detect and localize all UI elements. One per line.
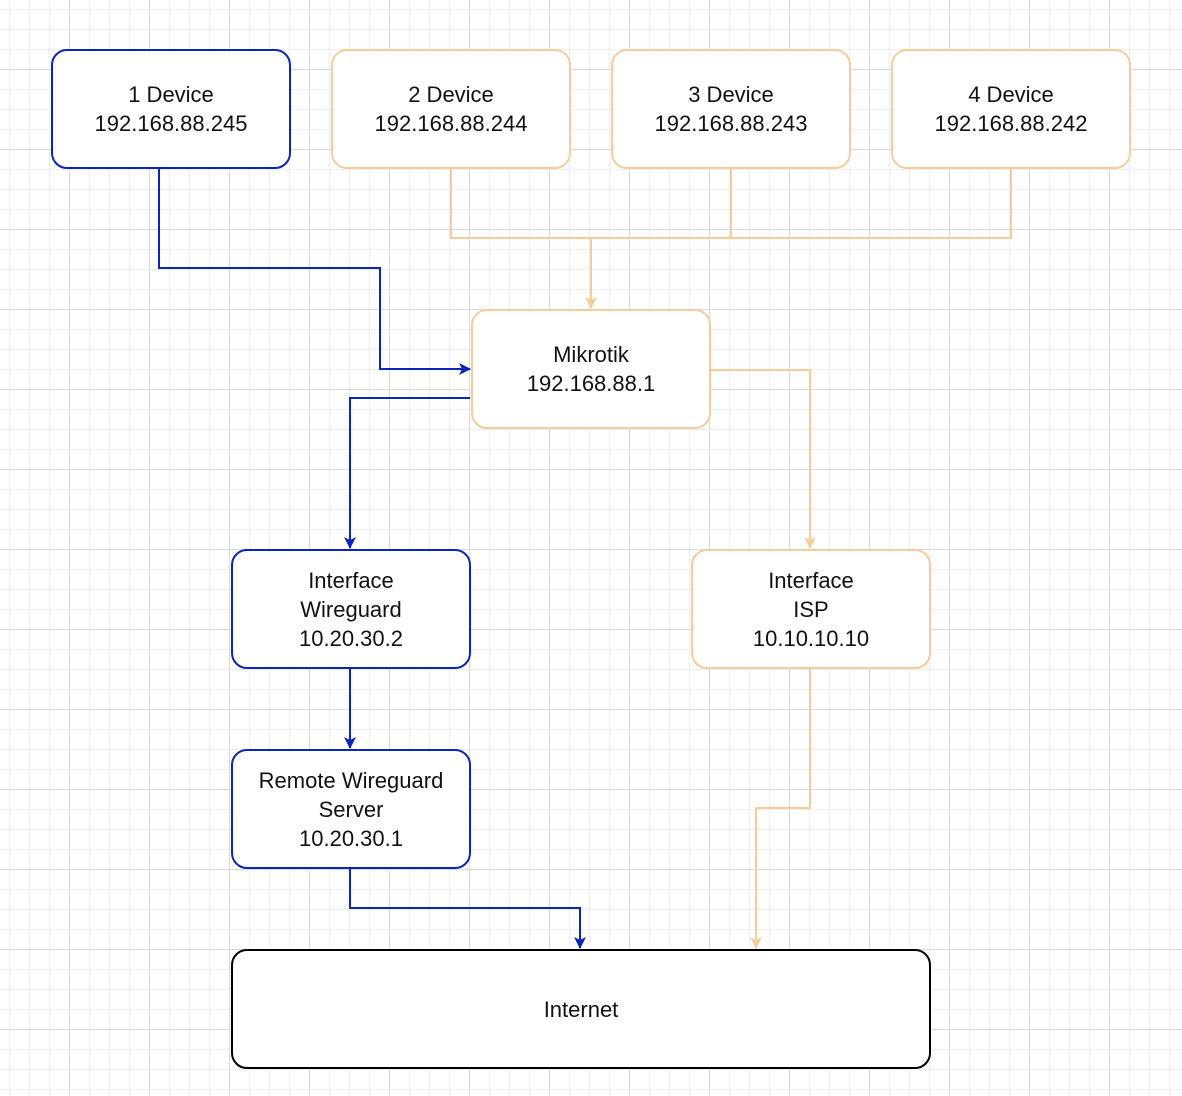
wireguard-interface-line1: Interface	[308, 567, 394, 593]
edge-mikrotik-to-wireguard-interface	[344, 397, 470, 549]
internet-node[interactable]: Internet	[231, 949, 931, 1069]
remote-wireguard-line1: Remote Wireguard	[258, 767, 444, 793]
device-2-ip: 192.168.88.244	[374, 111, 528, 136]
edge-isp-interface-to-internet	[750, 669, 811, 949]
edge-device2-to-mikrotik	[450, 169, 591, 239]
device-1-node[interactable]: 1 Device 192.168.88.245	[51, 49, 291, 169]
edge-device4-to-mikrotik	[585, 169, 1012, 309]
wireguard-interface-node[interactable]: Interface Wireguard 10.20.30.2	[231, 549, 471, 669]
device-4-ip: 192.168.88.242	[934, 111, 1088, 136]
device-2-name: 2 Device	[408, 82, 494, 107]
mikrotik-router-node[interactable]: Mikrotik 192.168.88.1	[471, 309, 711, 429]
remote-wireguard-server-node[interactable]: Remote Wireguard Server 10.20.30.1	[231, 749, 471, 869]
mikrotik-ip: 192.168.88.1	[526, 371, 656, 396]
remote-wireguard-line2: Server	[318, 796, 384, 822]
edge-remote-server-to-internet	[349, 869, 586, 949]
wireguard-interface-ip: 10.20.30.2	[299, 625, 403, 651]
device-3-ip: 192.168.88.243	[654, 111, 808, 136]
internet-label: Internet	[543, 996, 619, 1022]
mikrotik-name: Mikrotik	[553, 342, 629, 367]
device-3-name: 3 Device	[688, 82, 774, 107]
isp-interface-line2: ISP	[793, 596, 829, 622]
remote-wireguard-ip: 10.20.30.1	[299, 825, 403, 851]
isp-interface-ip: 10.10.10.10	[752, 625, 870, 651]
device-4-name: 4 Device	[968, 82, 1054, 107]
device-1-name: 1 Device	[128, 82, 214, 107]
isp-interface-node[interactable]: Interface ISP 10.10.10.10	[691, 549, 931, 669]
edge-device3-to-mikrotik	[591, 169, 732, 239]
device-2-node[interactable]: 2 Device 192.168.88.244	[331, 49, 571, 169]
device-4-node[interactable]: 4 Device 192.168.88.242	[891, 49, 1131, 169]
wireguard-interface-line2: Wireguard	[300, 596, 402, 622]
isp-interface-line1: Interface	[768, 567, 854, 593]
edge-mikrotik-to-isp-interface	[711, 369, 816, 549]
device-1-ip: 192.168.88.245	[94, 111, 248, 136]
device-3-node[interactable]: 3 Device 192.168.88.243	[611, 49, 851, 169]
edge-device1-to-mikrotik	[158, 169, 471, 375]
